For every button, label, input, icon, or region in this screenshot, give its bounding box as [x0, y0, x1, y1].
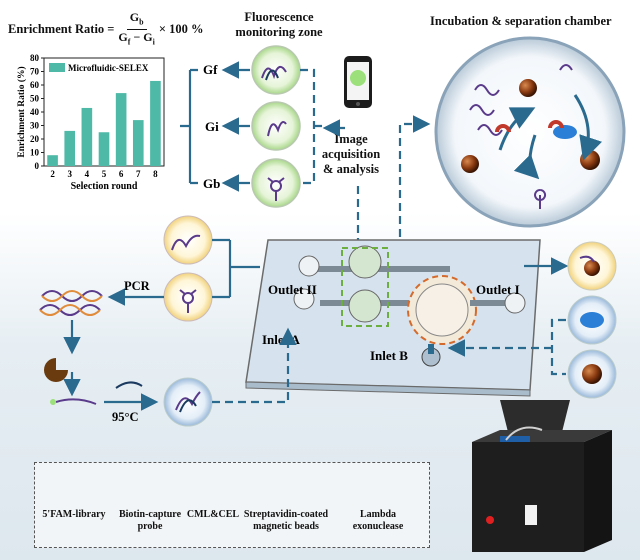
y-tick-label: 30 [30, 121, 40, 131]
single-strand-icon [55, 398, 97, 405]
hybrid-circle [163, 377, 213, 427]
bar [47, 155, 58, 166]
dna-amplicon-icon [39, 290, 103, 316]
legend-exo-line1: Lambda [359, 509, 397, 520]
y-tick-label: 10 [30, 148, 40, 158]
fluorescence-title: Fluorescence monitoring zone [224, 10, 334, 40]
legend-probe-label: Biotin-capture probe [110, 509, 190, 533]
fluorescence-circle-gf [251, 45, 301, 95]
x-tick-label: 3 [67, 169, 72, 179]
outlet-1-label: Outlet I [476, 282, 520, 297]
inlet-a-arrow [212, 327, 297, 404]
legend-bead-line1: Streptavidin-coated [243, 509, 329, 520]
bar [81, 107, 93, 166]
legend-swatch [49, 63, 65, 72]
legend-library-line1: 5'FAM-library [42, 509, 106, 520]
pcr-label: PCR [124, 279, 151, 293]
image-analysis-line3: & analysis [323, 162, 379, 176]
formula-num: G [129, 10, 140, 24]
y-tick-label: 60 [30, 80, 40, 90]
formula-den-minus: − [130, 30, 144, 45]
fluorescence-title-line1: Fluorescence [244, 10, 314, 24]
inlet-a-label: Inlet A [262, 332, 301, 347]
y-tick-label: 40 [30, 107, 40, 117]
outlet-2-bracket [212, 238, 260, 299]
bar [132, 120, 144, 166]
legend-library-label: 5'FAM-library [34, 509, 114, 521]
image-analysis-line2: acquisition [321, 147, 381, 161]
formula-suffix: × 100 % [158, 22, 204, 37]
formula-den-a: G [118, 30, 128, 45]
inlet-b-label: Inlet B [370, 348, 408, 363]
bar [150, 80, 161, 166]
bar [98, 132, 110, 166]
y-tick-label: 50 [30, 94, 40, 104]
image-analysis-label: Image acquisition & analysis [316, 132, 386, 177]
legend-probe-line1: Biotin-capture [118, 509, 182, 520]
x-tick-label: 6 [119, 169, 124, 179]
legend-bead-label: Streptavidin-coated magnetic beads [236, 509, 336, 533]
outlet-2-label: Outlet II [268, 282, 317, 297]
formula-den-b-sub: i [152, 37, 155, 47]
legend-box [34, 462, 430, 548]
y-tick-label: 70 [30, 67, 40, 77]
legend-bead-line2: magnetic beads [253, 521, 319, 532]
chart-bracket [180, 70, 192, 183]
label-gb: Gb [203, 176, 220, 191]
chamber-link [398, 115, 431, 250]
legend-cml-line1: CML&CEL [186, 509, 240, 520]
formula-den-b: G [143, 30, 153, 45]
formula-den-a-sub: f [127, 37, 131, 47]
legend-exo-line2: exonuclease [352, 521, 404, 532]
bound-sequence-circle [163, 272, 213, 322]
formula-num-sub: b [139, 17, 144, 27]
inlet-b-arrow [452, 318, 566, 376]
y-tick-label: 0 [35, 161, 40, 171]
bar [115, 93, 127, 166]
microfluidic-chip [245, 239, 541, 397]
fluorescence-circle-gi [251, 101, 301, 151]
smartphone-icon [344, 56, 372, 108]
detection-device [472, 400, 612, 552]
legend-label: Microfluidic-SELEX [68, 63, 149, 73]
enrichment-formula: Enrichment Ratio = Gb Gf − Gi × 100 % [8, 10, 203, 50]
fluorescence-bracket [300, 68, 324, 185]
x-tick-label: 2 [50, 169, 55, 179]
x-tick-label: 8 [153, 169, 158, 179]
bar [64, 130, 76, 166]
unbound-sequence-circle [163, 215, 213, 265]
level-arrows [221, 61, 250, 192]
incubation-chamber [434, 36, 626, 228]
image-analysis-line1: Image [334, 132, 368, 146]
formula-fraction: Gb Gf − Gi [118, 10, 154, 50]
fluorescence-circle-gb [251, 158, 301, 208]
x-axis-label: Selection round [71, 181, 138, 192]
label-gf: Gf [203, 62, 218, 77]
captured-bead-circle [567, 241, 617, 291]
cml-cel-circle [567, 295, 617, 345]
exonuclease-icon [44, 358, 68, 382]
fluorescence-title-line2: monitoring zone [235, 25, 323, 39]
x-tick-label: 7 [136, 169, 141, 179]
x-tick-label: 4 [85, 169, 90, 179]
temp-label: 95°C [112, 410, 139, 424]
x-tick-label: 5 [102, 169, 107, 179]
y-axis-label: Enrichment Ratio (%) [16, 66, 27, 157]
y-tick-label: 20 [30, 134, 40, 144]
formula-prefix: Enrichment Ratio = [8, 22, 115, 37]
legend-cml-label: CML&CEL [178, 509, 248, 521]
legend-exo-label: Lambda exonuclease [338, 509, 418, 533]
legend-probe-line2: probe [137, 521, 163, 532]
label-gi: Gi [205, 119, 219, 134]
y-tick-label: 80 [30, 53, 40, 63]
chamber-title: Incubation & separation chamber [430, 14, 612, 28]
beads-circle [567, 349, 617, 399]
